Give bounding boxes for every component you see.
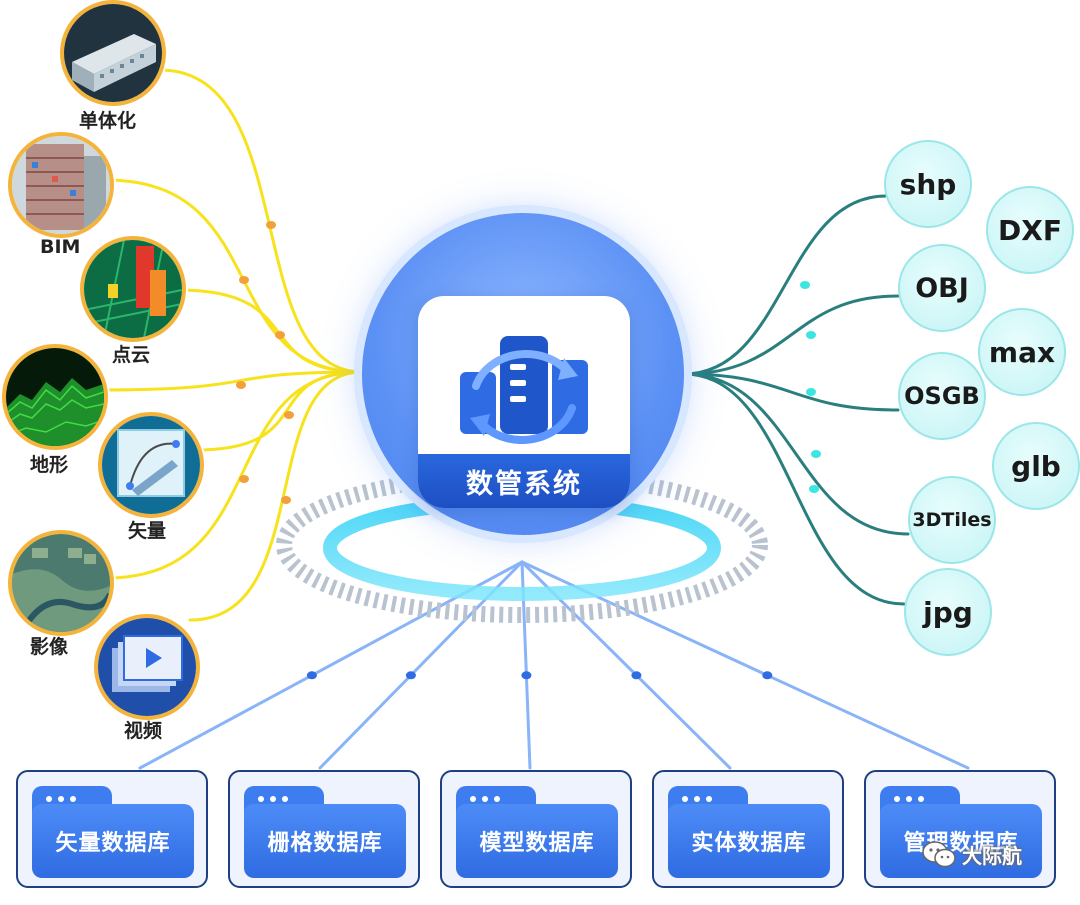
database-label: 矢量数据库 (32, 804, 194, 878)
format-link-dot (806, 331, 816, 339)
source-node-terrain[interactable] (2, 344, 108, 450)
database-node-entity[interactable]: 实体数据库 (652, 770, 844, 888)
format-node-osgb[interactable]: OSGB (898, 352, 986, 440)
database-link-dot (521, 671, 532, 680)
source-link-dot (239, 276, 249, 284)
source-link (176, 288, 364, 374)
format-link-dot (811, 450, 821, 458)
hub-label: 数管系统 (418, 454, 630, 508)
source-link (158, 68, 364, 374)
format-link-dot (806, 388, 816, 396)
format-node-max[interactable]: max (978, 308, 1066, 396)
bim-building-icon (12, 136, 110, 234)
folder-icon: 矢量数据库 (32, 786, 194, 878)
source-label: 影像 (30, 636, 69, 658)
database-label: 模型数据库 (456, 804, 618, 878)
source-link (98, 370, 364, 392)
format-node-obj[interactable]: OBJ (898, 244, 986, 332)
format-link-dot (800, 281, 810, 289)
source-label: 点云 (112, 344, 151, 366)
database-node-management[interactable]: 管理数据库 (864, 770, 1056, 888)
source-label: 矢量 (128, 520, 167, 542)
building-icon (64, 4, 162, 102)
database-link-dot (306, 671, 317, 680)
vector-drawing-icon (102, 416, 200, 514)
source-link-dot (239, 475, 249, 483)
format-node-shp[interactable]: shp (884, 140, 972, 228)
watermark: 大际航 (922, 840, 1022, 869)
database-node-model[interactable]: 模型数据库 (440, 770, 632, 888)
source-label: 视频 (124, 720, 163, 742)
source-link-dot (266, 221, 276, 229)
folder-icon: 栅格数据库 (244, 786, 406, 878)
folder-icon: 管理数据库 (880, 786, 1042, 878)
source-label: 地形 (30, 454, 69, 476)
format-node-3dtiles[interactable]: 3DTiles (908, 476, 996, 564)
watermark-label: 大际航 (962, 844, 1022, 868)
video-icon (98, 618, 196, 716)
source-node-monomer[interactable] (60, 0, 166, 106)
format-node-dxf[interactable]: DXF (986, 186, 1074, 274)
format-node-glb[interactable]: glb (992, 422, 1080, 510)
source-node-point-cloud[interactable] (80, 236, 186, 342)
format-link (682, 372, 906, 606)
source-link-dot (284, 411, 294, 419)
terrain-icon (6, 348, 104, 446)
database-node-vector[interactable]: 矢量数据库 (16, 770, 208, 888)
satellite-image-icon (12, 534, 110, 632)
folder-icon: 模型数据库 (456, 786, 618, 878)
database-label: 实体数据库 (668, 804, 830, 878)
database-link-dot (762, 671, 773, 680)
database-label: 管理数据库 (880, 804, 1042, 878)
source-link-dot (236, 381, 246, 389)
format-link (682, 372, 900, 412)
source-node-bim[interactable] (8, 132, 114, 238)
source-link-dot (281, 496, 291, 504)
format-link-dot (809, 485, 819, 493)
format-link (682, 194, 888, 376)
database-link-dot (405, 671, 416, 680)
source-label: 单体化 (79, 110, 137, 132)
wechat-icon (922, 840, 956, 867)
source-node-vector[interactable] (98, 412, 204, 518)
database-label: 栅格数据库 (244, 804, 406, 878)
format-node-jpg[interactable]: jpg (904, 568, 992, 656)
dashed-ring (276, 467, 768, 623)
database-link-dot (631, 671, 642, 680)
source-label: BIM (40, 236, 81, 258)
source-node-video[interactable] (94, 614, 200, 720)
source-node-imagery[interactable] (8, 530, 114, 636)
source-link (188, 370, 364, 622)
format-link (682, 294, 900, 376)
hub-card[interactable]: 数管系统 (418, 296, 630, 508)
point-cloud-icon (84, 240, 182, 338)
database-node-raster[interactable]: 栅格数据库 (228, 770, 420, 888)
folder-icon: 实体数据库 (668, 786, 830, 878)
format-link (682, 372, 910, 536)
source-link (104, 370, 364, 580)
source-link-dot (275, 331, 285, 339)
